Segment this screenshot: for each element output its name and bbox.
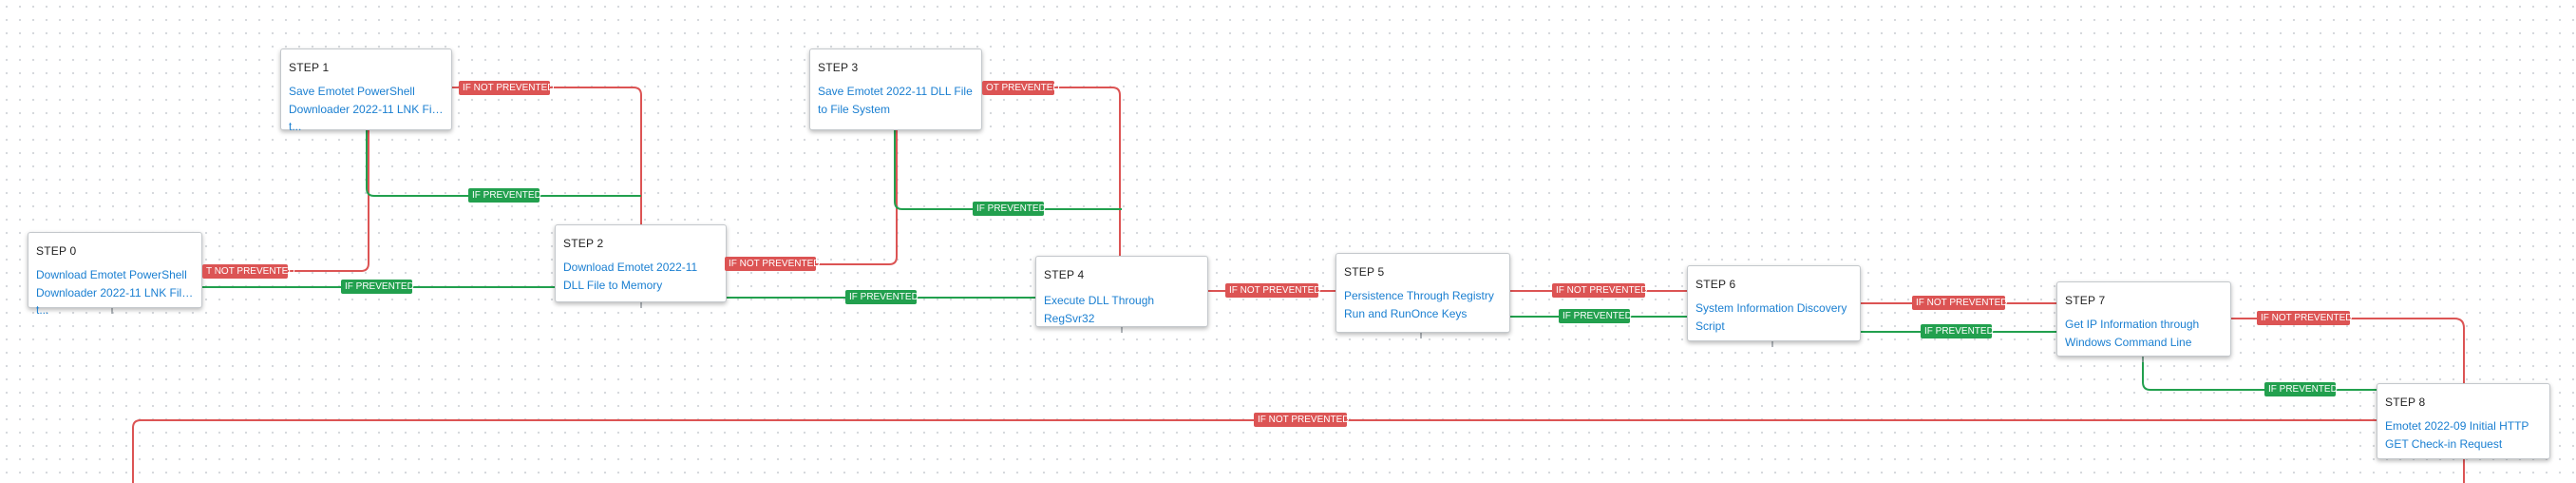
- edge-s8-loop-not-prevented: [132, 419, 2377, 483]
- prevented-label: IF PREVENTED: [341, 280, 414, 294]
- not-prevented-label: IF NOT PREVENTED: [2257, 311, 2353, 325]
- prevented-label: IF PREVENTED: [1559, 309, 1632, 323]
- step-title-link[interactable]: Emotet 2022-09 Initial HTTP GET Check-in…: [2385, 419, 2529, 451]
- step-node-5[interactable]: STEP 5 Persistence Through Registry Run …: [1335, 253, 1510, 333]
- step-node-3[interactable]: STEP 3 Save Emotet 2022-11 DLL File to F…: [809, 48, 982, 130]
- edge-s3-s4-prevented: [894, 130, 1122, 210]
- step-number: STEP 6: [1695, 278, 1736, 291]
- step-title-link[interactable]: Download Emotet PowerShell Downloader 20…: [36, 268, 188, 317]
- step-title-link[interactable]: Persistence Through Registry Run and Run…: [1344, 289, 1494, 320]
- not-prevented-label: IF NOT PREVENTED: [1552, 283, 1648, 298]
- not-prevented-label: IF NOT PREVENTED: [459, 81, 555, 95]
- step-node-8[interactable]: STEP 8 Emotet 2022-09 Initial HTTP GET C…: [2377, 383, 2550, 459]
- step-title-link[interactable]: Save Emotet 2022-11 DLL File to File Sys…: [818, 85, 973, 116]
- step-node-1[interactable]: STEP 1 Save Emotet PowerShell Downloader…: [280, 48, 452, 133]
- step-number: STEP 0: [36, 244, 77, 258]
- prevented-label: IF PREVENTED: [1921, 324, 1994, 338]
- step-number: STEP 7: [2065, 294, 2106, 307]
- not-prevented-label: IF NOT PREVENTED: [725, 257, 821, 271]
- step-title-link[interactable]: System Information Discovery Script: [1695, 301, 1847, 333]
- edge-s1-s2-prevented: [366, 130, 641, 197]
- step-title-link[interactable]: Execute DLL Through RegSvr32: [1044, 294, 1155, 325]
- step-number: STEP 5: [1344, 265, 1385, 279]
- not-prevented-label: T NOT PREVENTED: [202, 264, 295, 279]
- edge-s2-s3-not-prevented: [727, 82, 898, 265]
- prevented-label: IF PREVENTED: [845, 290, 919, 304]
- edge-s3-s4-not-prevented: [982, 87, 1121, 257]
- step-node-6[interactable]: STEP 6 System Information Discovery Scri…: [1687, 265, 1861, 341]
- edge-s0-s1-not-prevented: [202, 82, 369, 272]
- edge-s7-s8-prevented: [2142, 357, 2377, 391]
- step-node-0[interactable]: STEP 0 Download Emotet PowerShell Downlo…: [28, 232, 202, 317]
- not-prevented-label: IF NOT PREVENTED: [1254, 413, 1350, 427]
- step-title-link[interactable]: Download Emotet 2022-11 DLL File to Memo…: [563, 261, 698, 292]
- prevented-label: IF PREVENTED: [2264, 382, 2338, 396]
- step-node-4[interactable]: STEP 4 Execute DLL Through RegSvr32: [1035, 256, 1208, 327]
- not-prevented-label: OT PREVENTED: [982, 81, 1060, 95]
- prevented-label: IF PREVENTED: [468, 188, 541, 203]
- step-title-link[interactable]: Get IP Information through Windows Comma…: [2065, 318, 2200, 349]
- step-number: STEP 4: [1044, 268, 1085, 281]
- not-prevented-label: IF NOT PREVENTED: [1912, 296, 2008, 310]
- step-node-7[interactable]: STEP 7 Get IP Information through Window…: [2056, 281, 2231, 357]
- not-prevented-label: IF NOT PREVENTED: [1225, 283, 1321, 298]
- step-number: STEP 8: [2385, 396, 2426, 409]
- step-node-2[interactable]: STEP 2 Download Emotet 2022-11 DLL File …: [555, 224, 727, 302]
- step-number: STEP 1: [289, 61, 330, 74]
- edge-s1-s2-not-prevented: [452, 87, 642, 225]
- step-number: STEP 3: [818, 61, 859, 74]
- step-title-link[interactable]: Save Emotet PowerShell Downloader 2022-1…: [289, 85, 441, 133]
- prevented-label: IF PREVENTED: [973, 202, 1046, 216]
- step-number: STEP 2: [563, 237, 604, 250]
- edge-s7-s8-not-prevented: [2231, 318, 2465, 383]
